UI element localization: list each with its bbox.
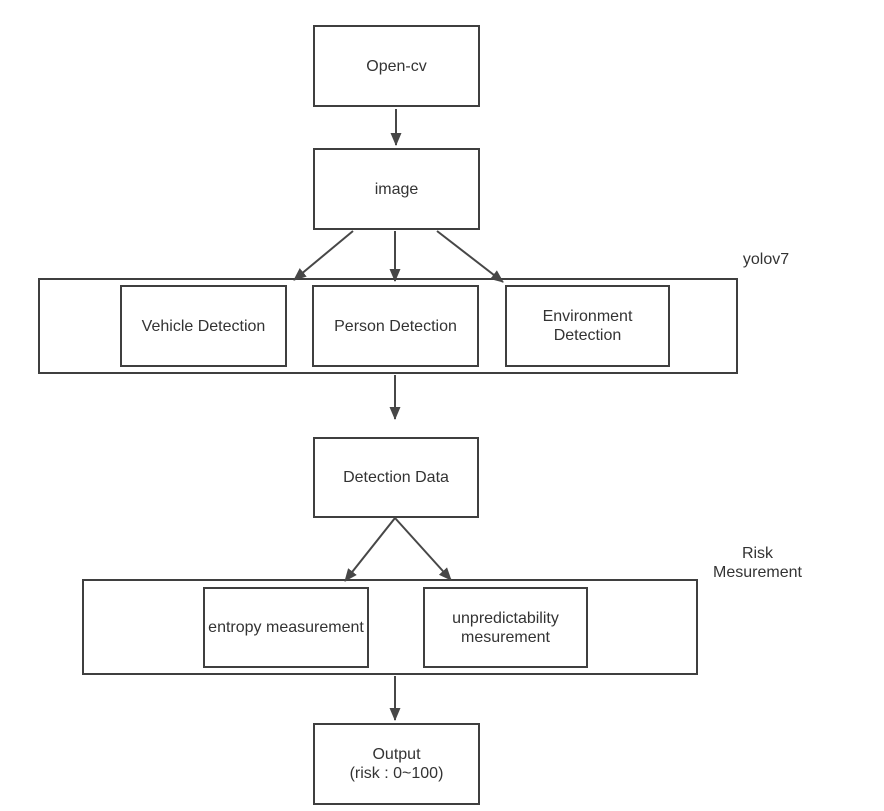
arrow-image-to-vehicle — [293, 230, 354, 281]
node-vehicle-detection: Vehicle Detection — [120, 285, 287, 367]
node-unpredictability-measurement: unpredictability mesurement — [423, 587, 588, 668]
node-entropy-measurement: entropy measurement — [203, 587, 369, 668]
risk-measurement-group-container — [82, 579, 698, 675]
node-opencv: Open-cv — [313, 25, 480, 107]
node-environment-detection: Environment Detection — [505, 285, 670, 367]
label-risk-measurement: Risk Mesurement — [713, 545, 802, 581]
arrow-image-to-environment — [436, 230, 504, 283]
label-yolov7: yolov7 — [742, 251, 790, 268]
node-person-detection: Person Detection — [312, 285, 479, 367]
node-detection-data: Detection Data — [313, 437, 479, 518]
arrow-detection-data-to-entropy — [344, 517, 396, 582]
arrow-detection-data-to-unpredictability — [394, 517, 452, 581]
node-image: image — [313, 148, 480, 230]
node-output: Output (risk : 0~100) — [313, 723, 480, 805]
